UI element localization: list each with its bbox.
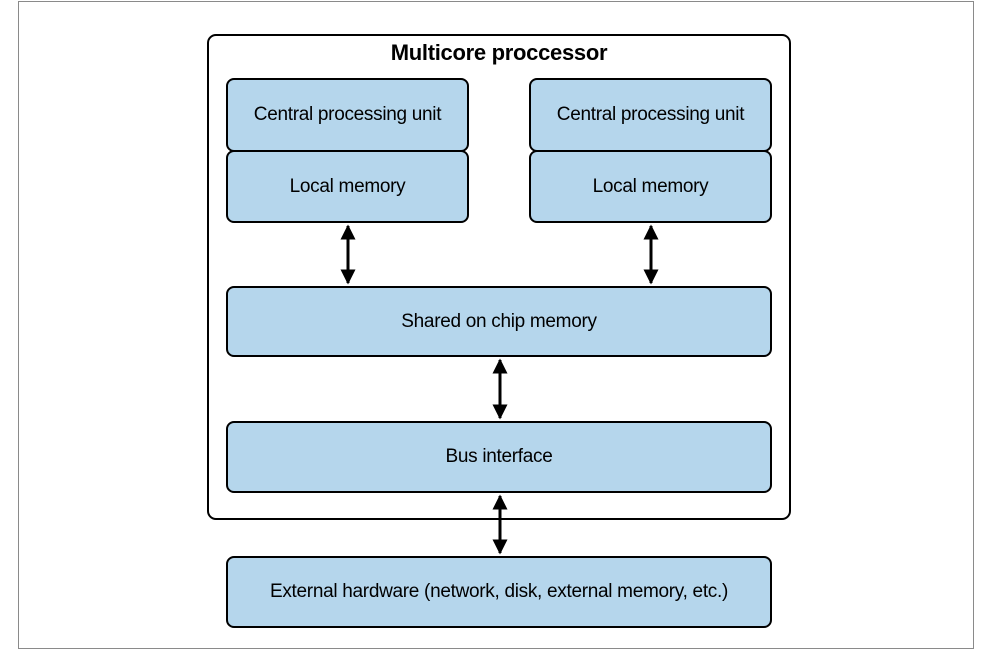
shared-memory-box: Shared on chip memory [226,286,772,357]
figure-frame [18,1,974,649]
local-memory-box-right: Local memory [529,150,772,223]
local-memory-box-left: Local memory [226,150,469,223]
processor-title: Multicore proccessor [390,40,608,65]
external-hardware-box: External hardware (network, disk, extern… [226,556,772,628]
bus-interface-box: Bus interface [226,421,772,493]
